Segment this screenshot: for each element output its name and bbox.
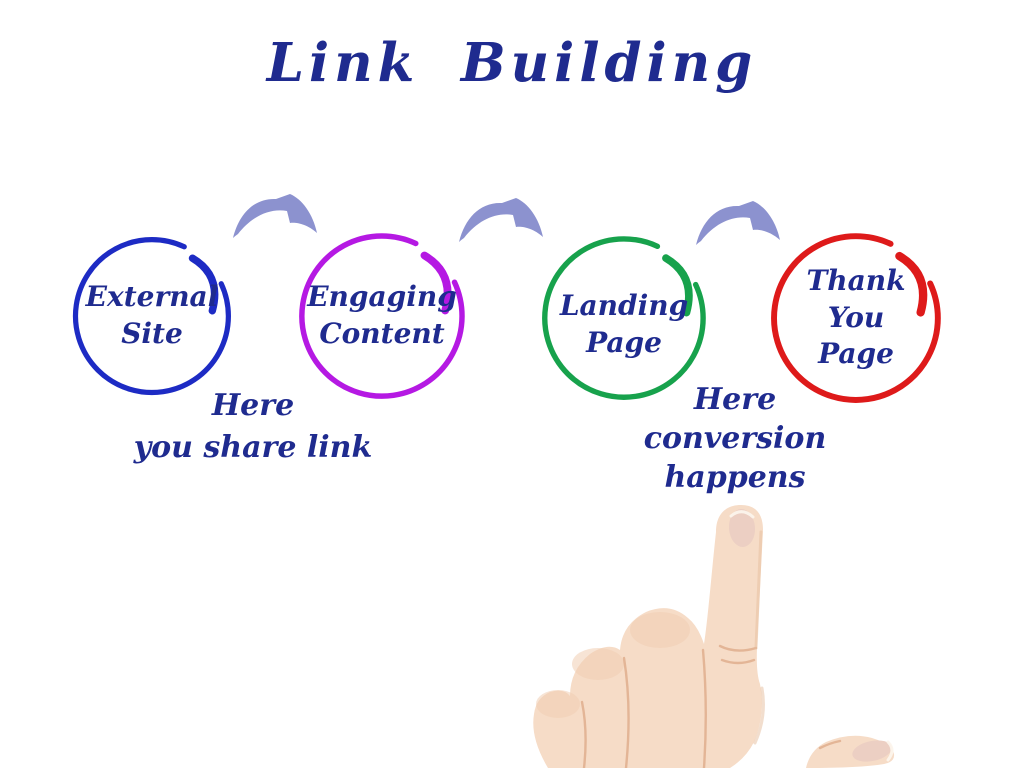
circle-hook-stroke	[662, 254, 693, 317]
curved-arrow-3	[696, 201, 780, 245]
label-line: Landing	[559, 289, 689, 323]
circle-stroke	[299, 233, 465, 399]
label-line: You	[827, 300, 885, 334]
note-line: happens	[664, 460, 806, 495]
pointing-hand	[533, 505, 895, 768]
note-line: you share link	[133, 430, 373, 465]
landing-page-circle	[542, 236, 706, 400]
circle-stroke	[542, 236, 706, 400]
note-share-link: Here you share link	[123, 385, 383, 469]
label-line: Content	[319, 317, 445, 350]
label-line: Page	[586, 326, 662, 359]
note-line: Here	[211, 388, 295, 423]
diagram-title: Link Building	[266, 32, 758, 94]
thumb-nail-highlight	[886, 740, 894, 762]
arrow-shape	[459, 198, 543, 242]
node-external-site: External Site	[68, 232, 236, 400]
finger-crease	[622, 656, 630, 768]
circle-hook-stroke	[188, 254, 219, 315]
curved-arrow-1	[233, 194, 317, 238]
node-thank-you-page: Thank You Page	[766, 228, 946, 408]
thumb-nail	[852, 740, 892, 762]
ring-knuckle-shade	[572, 648, 624, 680]
finger-edge-shade	[754, 530, 763, 650]
node-engaging-content: Engaging Content	[294, 228, 470, 404]
index-joint-crease	[720, 658, 756, 665]
arrow-shape	[233, 194, 317, 238]
middle-knuckle-shade	[630, 612, 690, 648]
index-joint-crease	[718, 644, 758, 652]
label-line: Page	[818, 337, 894, 371]
index-fingernail	[728, 509, 756, 547]
thumb-crease	[818, 739, 842, 750]
circle-stroke	[771, 233, 941, 403]
external-site-label: External Site	[68, 232, 236, 400]
engaging-content-circle	[299, 233, 465, 399]
label-line: Engaging	[307, 280, 457, 314]
node-landing-page: Landing Page	[537, 231, 711, 405]
note-conversion: Here conversion happens	[605, 380, 865, 497]
thank-you-page-label: Thank You Page	[766, 228, 946, 408]
arrow-shape	[696, 201, 780, 245]
finger-crease	[701, 648, 707, 768]
circle-stroke	[72, 237, 231, 396]
nail-highlight	[729, 510, 755, 519]
note-line: conversion	[643, 421, 827, 456]
note-line: Here	[693, 382, 777, 417]
pinky-knuckle-shade	[536, 690, 580, 718]
external-site-circle	[72, 237, 231, 396]
label-line: External	[85, 280, 219, 314]
landing-page-label: Landing Page	[537, 231, 711, 405]
label-line: Thank	[806, 263, 906, 297]
curved-arrow-2	[459, 198, 543, 242]
thank-you-page-circle	[771, 233, 941, 403]
circle-hook-stroke	[420, 251, 452, 315]
label-line: Site	[121, 317, 183, 350]
engaging-content-label: Engaging Content	[294, 228, 470, 404]
finger-crease	[580, 700, 587, 768]
circle-hook-stroke	[895, 251, 928, 317]
hand-edge-shade	[753, 686, 765, 745]
